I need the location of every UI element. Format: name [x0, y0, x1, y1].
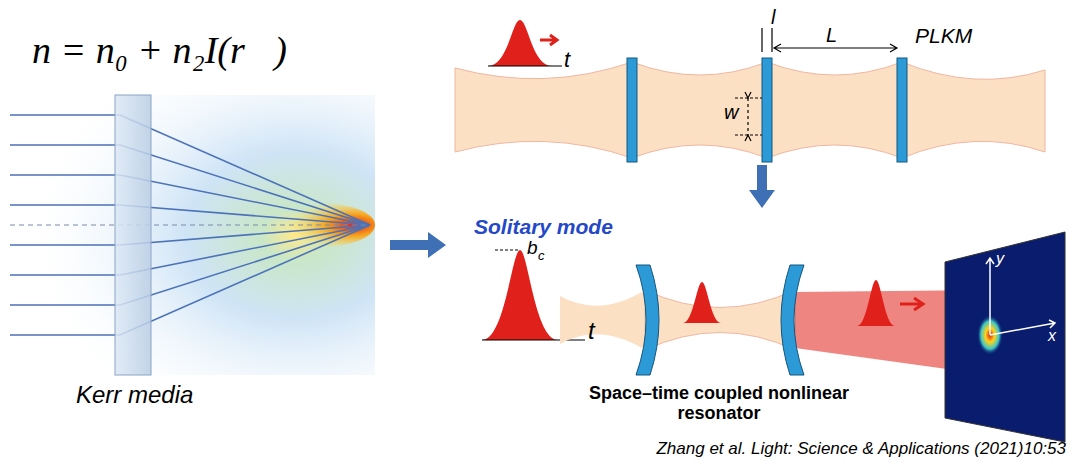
time-axis	[482, 339, 585, 340]
formula: n = n₀ + n₂I(r⃗)	[32, 30, 287, 72]
pulse	[683, 282, 721, 323]
kerr-plate	[897, 58, 907, 162]
beam-envelope	[455, 62, 1045, 158]
part-name: Space–time coupled nonlinear resonator	[588, 384, 850, 424]
amplitude-mark	[495, 250, 520, 251]
detector-screen	[945, 232, 1065, 442]
curved-mirror	[781, 265, 804, 375]
curved-mirror	[636, 265, 659, 375]
axis-label: t	[564, 48, 570, 72]
flow-arrow	[749, 165, 775, 208]
axis-label: x	[1048, 327, 1056, 345]
beam-envelope	[645, 290, 795, 350]
beam-envelope	[560, 290, 645, 350]
screen-axes	[986, 258, 1055, 335]
kerr-plate	[627, 58, 637, 162]
part-name: PLKM	[915, 24, 972, 47]
dimension: L	[826, 24, 837, 46]
symbol-subscript: c	[538, 249, 545, 263]
flow-arrow	[390, 232, 446, 258]
direction-arrow	[900, 298, 923, 310]
pulse	[488, 20, 552, 66]
light-rays	[10, 115, 370, 335]
direction-arrow	[540, 35, 557, 45]
symbol: b	[527, 238, 538, 259]
dimension: l	[771, 6, 775, 28]
axis-label: y	[996, 250, 1004, 268]
pulse	[482, 250, 558, 340]
kerr-plate	[762, 58, 772, 162]
optical-axis	[10, 225, 370, 226]
pulse	[857, 280, 895, 326]
dimension: w	[724, 101, 738, 123]
part-name: Kerr media	[76, 382, 193, 408]
time-axis	[488, 65, 562, 66]
axis-label: t	[588, 318, 595, 344]
dimension-marks	[735, 28, 897, 141]
mode-label: Solitary mode	[474, 215, 613, 238]
glow-field	[10, 95, 375, 375]
caption: Zhang et al. Light: Science & Applicatio…	[656, 440, 1066, 459]
kerr-slab	[115, 95, 151, 375]
